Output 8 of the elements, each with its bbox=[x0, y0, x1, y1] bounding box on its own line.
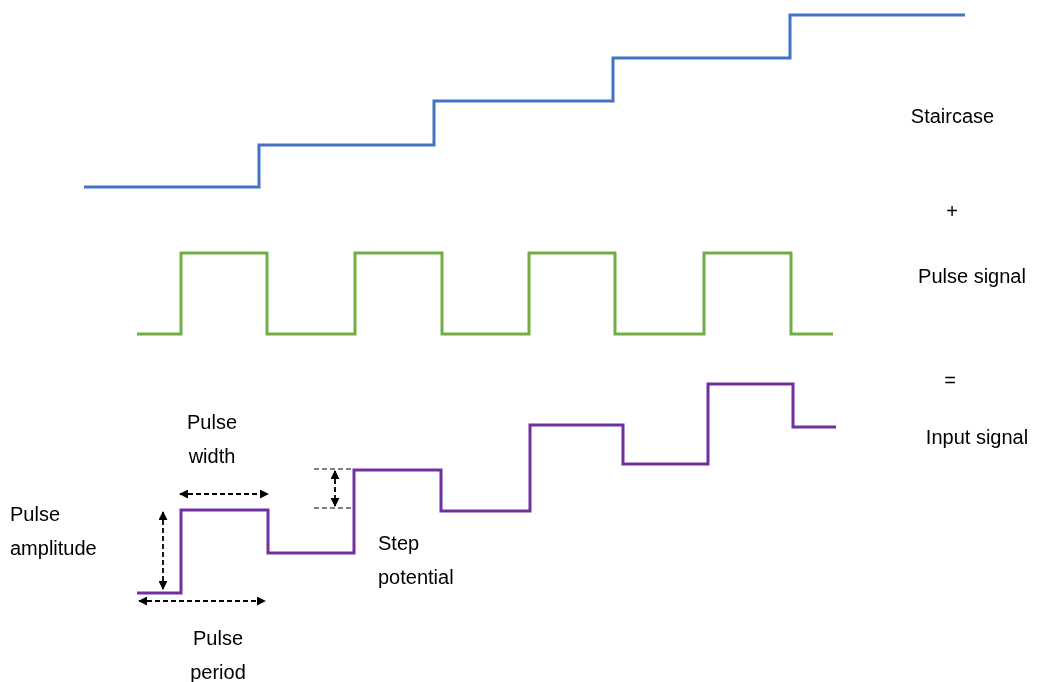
text-label: Pulse width bbox=[186, 410, 238, 469]
text-label: = bbox=[943, 368, 957, 393]
text-label: Staircase bbox=[909, 104, 996, 129]
text-label: Pulse signal bbox=[917, 264, 1027, 289]
text-label: + bbox=[945, 199, 959, 224]
text-label: Input signal bbox=[924, 425, 1030, 450]
text-label: Pulse amplitude bbox=[10, 502, 98, 561]
text-label: Step potential bbox=[378, 531, 455, 590]
